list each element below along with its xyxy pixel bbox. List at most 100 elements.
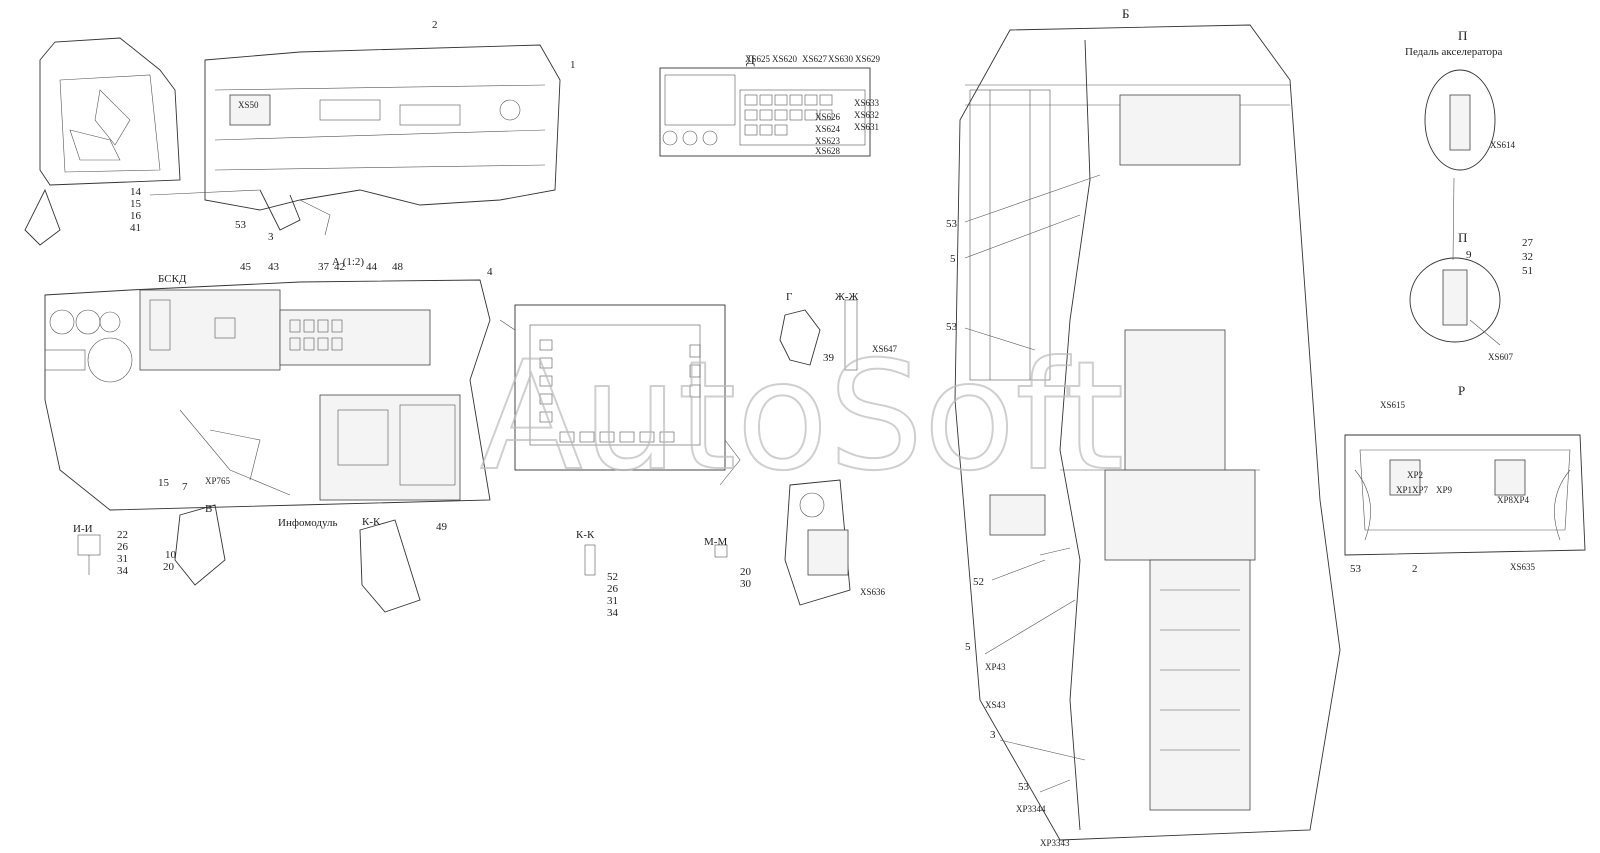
pos-41: 41 xyxy=(130,222,141,234)
view-label-i: И-И xyxy=(73,523,93,535)
view-label-k: К-К xyxy=(362,516,381,528)
pos-2-r: 2 xyxy=(1412,563,1418,575)
pos-31-k: 31 xyxy=(607,595,618,607)
pos-52-k: 52 xyxy=(607,571,618,583)
connector-xp2: XP2 xyxy=(1407,470,1423,480)
pos-43: 43 xyxy=(268,261,280,273)
fuse-block-d xyxy=(659,67,871,157)
connector-xs629: XS629 xyxy=(855,54,881,64)
view-label-m: М-М xyxy=(704,536,727,548)
connector-xs647: XS647 xyxy=(872,344,898,354)
connector-xs620: XS620 xyxy=(772,54,798,64)
connector-xp1xp7: XP1XP7 xyxy=(1396,485,1429,495)
connector-xp3343: XP3343 xyxy=(1040,838,1070,848)
pos-53-b: 53 xyxy=(946,321,958,333)
pos-34-k: 34 xyxy=(607,607,619,619)
connector-xs614: XS614 xyxy=(1490,140,1516,150)
connector-xs625: XS625 xyxy=(745,54,771,64)
pos-9: 9 xyxy=(1466,249,1472,261)
connector-xs635: XS635 xyxy=(1510,562,1536,572)
pos-10: 10 xyxy=(165,549,177,561)
connector-xs627: XS627 xyxy=(802,54,828,64)
connector-xs624: XS624 xyxy=(815,124,841,134)
position-numbers: 53 5 53 52 5 3 53 3 14 15 16 41 53 45 43… xyxy=(117,19,1534,793)
pedal-detail xyxy=(1424,69,1496,171)
connector-xs633: XS633 xyxy=(854,98,880,108)
view-label-r: Р xyxy=(1458,383,1465,398)
pos-51: 51 xyxy=(1522,265,1533,277)
connector-xp3344: XP3344 xyxy=(1016,804,1046,814)
pos-30: 30 xyxy=(740,578,752,590)
view-label-d: Д xyxy=(746,52,755,67)
connector-xs631: XS631 xyxy=(854,122,879,132)
pos-20: 20 xyxy=(163,561,175,573)
pos-5-a: 5 xyxy=(950,253,956,265)
pos-39: 39 xyxy=(823,352,835,364)
connector-xs628: XS628 xyxy=(815,146,841,156)
pos-27: 27 xyxy=(1522,237,1534,249)
view-label-v: В xyxy=(205,503,212,515)
pos-31: 31 xyxy=(117,553,128,565)
leader-lines xyxy=(964,174,1501,793)
pos-15-b: 15 xyxy=(158,477,170,489)
connector-xs43: XS43 xyxy=(985,700,1006,710)
connector-xs615: XS615 xyxy=(1380,400,1406,410)
pos-3-b: 3 xyxy=(268,231,274,243)
pos-16: 16 xyxy=(130,210,142,222)
connector-xp9: XP9 xyxy=(1436,485,1453,495)
view-label-b: Б xyxy=(1122,6,1129,21)
pos-48: 48 xyxy=(392,261,404,273)
pos-44: 44 xyxy=(366,261,378,273)
pos-14: 14 xyxy=(130,186,142,198)
dashboard-a xyxy=(44,279,491,511)
pos-49: 49 xyxy=(436,521,448,533)
connector-labels: XS625 XS620 XS627 XS630 XS629 XS633 XS63… xyxy=(205,54,1536,848)
pedal-caption: Педаль акселератора xyxy=(1405,46,1502,58)
pos-15: 15 xyxy=(130,198,142,210)
pos-2: 2 xyxy=(432,19,438,31)
bskd-caption: БСКД xyxy=(158,273,187,285)
view-label-zh: Ж-Ж xyxy=(835,291,859,303)
pos-7: 7 xyxy=(182,481,188,493)
pos-32: 32 xyxy=(1522,251,1533,263)
pos-22: 22 xyxy=(117,529,128,541)
view-label-k2: К-К xyxy=(576,529,595,541)
view-label-p2: П xyxy=(1458,230,1467,245)
detail-r xyxy=(1344,434,1586,556)
connector-xs632: XS632 xyxy=(854,110,879,120)
watermark-text: AutoSoft xyxy=(480,330,1124,504)
ecu-block xyxy=(499,304,741,486)
pos-53-c: 53 xyxy=(1018,781,1030,793)
connector-xs630: XS630 xyxy=(828,54,854,64)
detail-p2 xyxy=(1409,257,1501,343)
pos-53-d: 53 xyxy=(235,219,247,231)
pos-1: 1 xyxy=(570,59,576,71)
pos-42: 42 xyxy=(334,261,345,273)
pos-52: 52 xyxy=(973,576,984,588)
connector-xs607: XS607 xyxy=(1488,352,1514,362)
connector-xs626: XS626 xyxy=(815,112,841,122)
section-g-zh xyxy=(779,299,858,606)
pos-45: 45 xyxy=(240,261,252,273)
pos-3-a: 3 xyxy=(990,729,996,741)
pos-5-b: 5 xyxy=(965,641,971,653)
pos-26-k: 26 xyxy=(607,583,619,595)
pos-4: 4 xyxy=(487,266,493,278)
infomodule-caption: Инфомодуль xyxy=(278,517,338,529)
pos-26: 26 xyxy=(117,541,129,553)
pos-37: 37 xyxy=(318,261,330,273)
view-label-g: Г xyxy=(786,291,792,303)
cab-side-view xyxy=(24,37,561,246)
view-label-a: А (1:2) xyxy=(332,256,364,268)
small-sections xyxy=(77,504,728,613)
connector-xp8xp4: XP8XP4 xyxy=(1497,495,1530,505)
connector-xp43: XP43 xyxy=(985,662,1006,672)
pos-20-b: 20 xyxy=(740,566,752,578)
pos-53-r: 53 xyxy=(1350,563,1362,575)
view-label-p: П xyxy=(1458,28,1467,43)
pos-34: 34 xyxy=(117,565,129,577)
pos-53-a: 53 xyxy=(946,218,958,230)
connector-xs623: XS623 xyxy=(815,136,841,146)
engine-view-b xyxy=(954,24,1341,841)
connector-xs50: XS50 xyxy=(238,100,259,110)
